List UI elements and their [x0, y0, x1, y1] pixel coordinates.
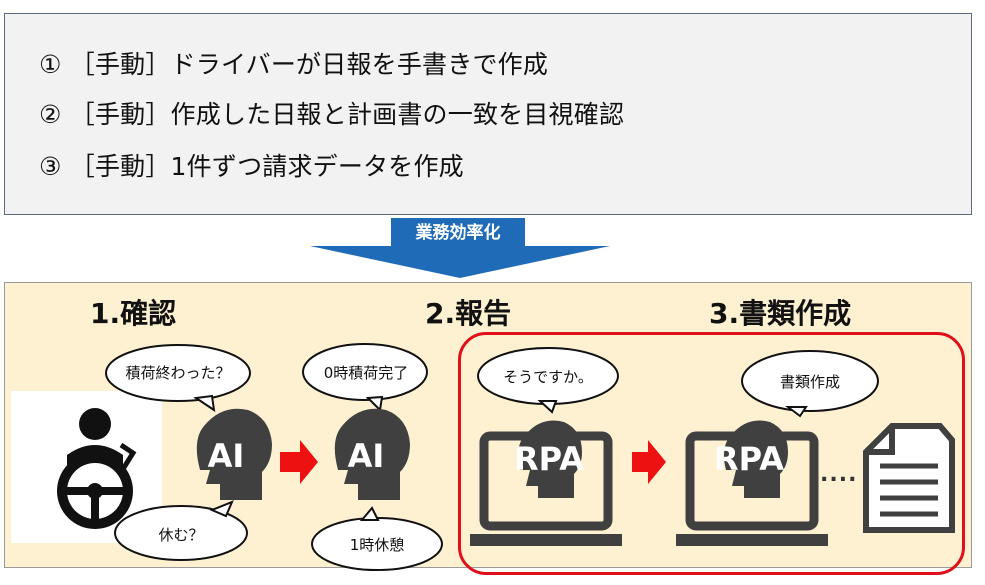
speech-bubble-icon — [114, 500, 248, 561]
speech-bubble-icon — [477, 347, 619, 414]
driver-card — [11, 391, 162, 543]
rpa-section-frame — [458, 332, 965, 575]
driver-steering-wheel-icon — [57, 408, 137, 529]
efficiency-banner-label: 業務効率化 — [415, 223, 501, 243]
ellipsis: .... — [820, 462, 858, 487]
red-arrow-icon — [632, 440, 666, 484]
rpa-label-2: RPA — [714, 440, 784, 478]
section-title-confirm: 1.確認 — [90, 297, 177, 330]
speech-bubble-icon — [741, 350, 879, 418]
bubble-document-creation: 書類作成 — [779, 373, 840, 391]
ai-head-icon — [196, 408, 272, 500]
section-title-documents: 3.書類作成 — [709, 297, 852, 330]
bubble-is-that-so: そうですか。 — [503, 368, 593, 386]
down-arrow-icon — [310, 246, 610, 278]
banner-background — [391, 218, 525, 248]
speech-bubble-icon — [105, 344, 251, 413]
manual-process-box: ① ［手動］ドライバーが日報を手書きで作成 ② ［手動］作成した日報と計画書の一… — [4, 13, 972, 215]
manual-step-2: ② ［手動］作成した日報と計画書の一致を目視確認 — [39, 100, 625, 129]
document-icon — [863, 423, 955, 533]
bubble-one-hour-break: 1時休憩 — [349, 536, 405, 554]
rpa-label-1: RPA — [514, 440, 584, 478]
bubble-break-question: 休む？ — [158, 526, 204, 544]
bubble-loading-done-question: 積荷終わった？ — [125, 364, 231, 382]
laptop-icon — [470, 420, 622, 546]
red-arrow-icon — [280, 440, 318, 484]
manual-step-3: ③ ［手動］1件ずつ請求データを作成 — [39, 152, 464, 181]
manual-step-1: ① ［手動］ドライバーが日報を手書きで作成 — [39, 50, 549, 79]
ai-head-icon — [334, 408, 410, 500]
speech-bubble-icon — [302, 343, 428, 413]
section-title-report: 2.報告 — [425, 297, 512, 330]
bubble-loading-complete: 0時積荷完了 — [323, 364, 409, 382]
laptop-icon — [676, 420, 828, 546]
ai-label-1: AI — [207, 437, 245, 475]
speech-bubble-icon — [311, 506, 443, 571]
ai-label-2: AI — [347, 437, 385, 475]
